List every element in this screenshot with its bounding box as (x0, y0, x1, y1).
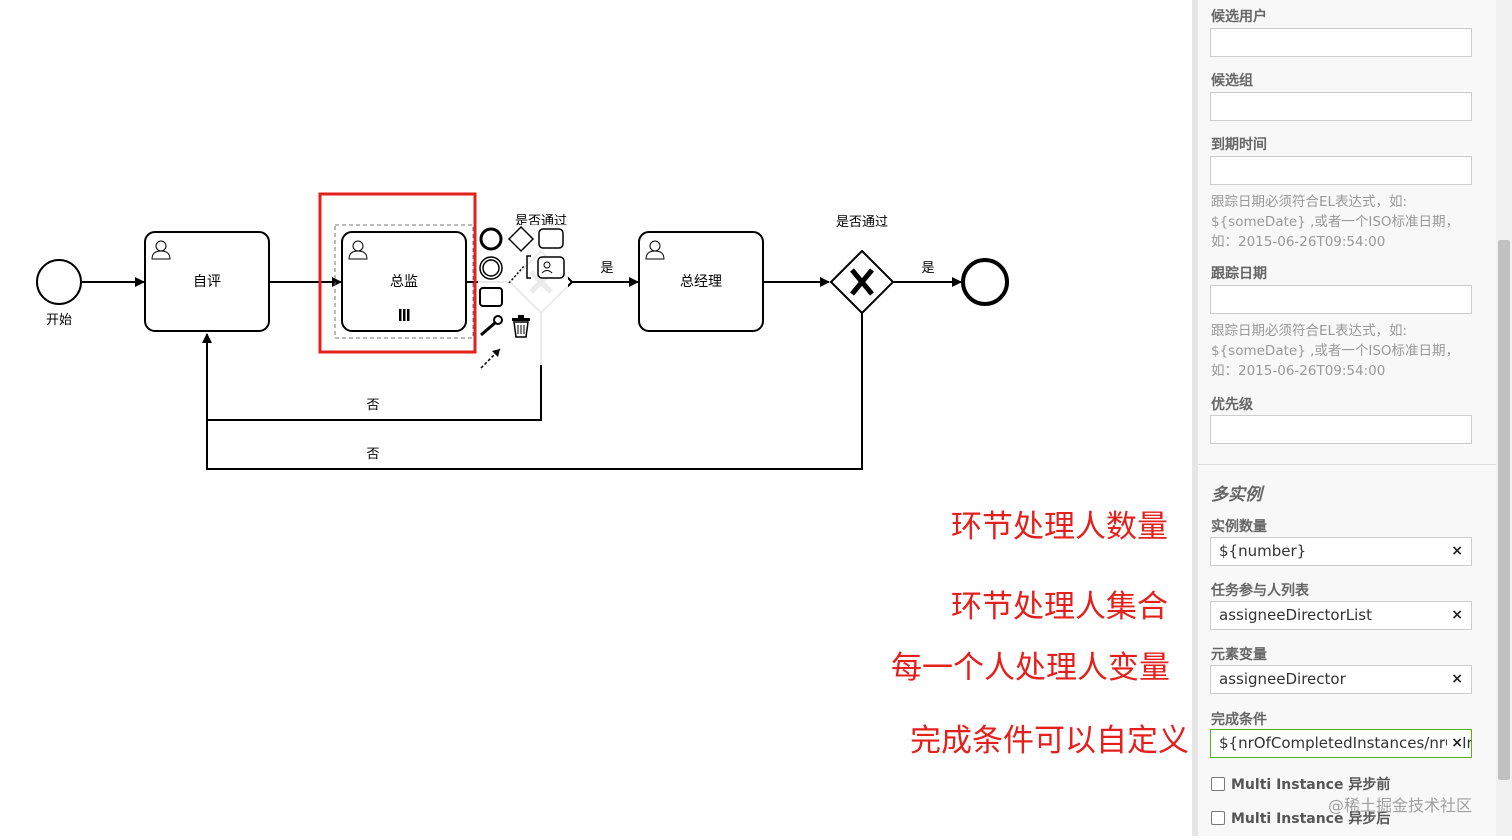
user-icon (150, 238, 172, 260)
follow-up-date-label: 跟踪日期 (1211, 266, 1267, 282)
flow-yes-label-1: 是 (600, 261, 613, 276)
user-icon (348, 240, 368, 260)
task-director-label: 总监 (390, 274, 418, 290)
flow-yes-label-2: 是 (921, 261, 934, 276)
flow-no-2[interactable] (206, 313, 863, 470)
context-pad (478, 225, 568, 369)
parallel-multi-instance-icon (399, 309, 410, 321)
append-end-event-icon[interactable] (479, 227, 503, 251)
loop-cardinality-label: 实例数量 (1211, 519, 1267, 535)
task-self-label: 自评 (193, 274, 221, 290)
task-gm-label: 总经理 (680, 274, 722, 290)
watermark: @稀土掘金技术社区 (1328, 796, 1473, 815)
append-gateway-icon[interactable] (507, 225, 535, 253)
clear-icon[interactable]: × (1447, 730, 1463, 757)
annotation-element-variable: 每一个人处理人变量 (891, 650, 1170, 686)
properties-panel: 候选用户 候选组 到期时间 跟踪日期必须符合EL表达式，如: ${someDat… (1192, 0, 1512, 836)
candidate-users-input[interactable] (1210, 28, 1472, 57)
async-before-checkbox[interactable] (1211, 777, 1225, 791)
async-before-label: Multi Instance 异步前 (1231, 777, 1391, 793)
follow-up-date-help: 跟踪日期必须符合EL表达式，如: ${someDate} ,或者一个ISO标准日… (1211, 323, 1460, 379)
completion-condition-input[interactable]: ${nrOfCompletedInstances/nrOfInstances >… (1210, 729, 1472, 758)
element-variable-value: assigneeDirector (1219, 670, 1346, 688)
async-after-checkbox[interactable] (1211, 811, 1225, 825)
async-after-label: Multi Instance 异步后 (1231, 811, 1391, 827)
element-variable-input[interactable]: assigneeDirector × (1210, 665, 1472, 694)
append-subprocess-icon[interactable] (479, 287, 503, 307)
collection-input[interactable]: assigneeDirectorList × (1210, 601, 1472, 630)
append-intermediate-event-icon[interactable] (479, 256, 503, 280)
sequence-flows (81, 277, 962, 470)
due-date-help: 跟踪日期必须符合EL表达式，如: ${someDate} ,或者一个ISO标准日… (1211, 194, 1460, 250)
task-general-manager[interactable]: 总经理 (638, 231, 764, 332)
gateway-2-label: 是否通过 (836, 215, 888, 230)
text-annotation-icon[interactable] (508, 255, 531, 284)
task-director[interactable]: 总监 (341, 231, 467, 332)
async-after-checkbox-row[interactable]: Multi Instance 异步后 (1211, 808, 1390, 828)
clear-icon[interactable]: × (1451, 607, 1463, 623)
async-before-checkbox-row[interactable]: Multi Instance 异步前 (1211, 774, 1390, 794)
follow-up-date-input[interactable] (1210, 285, 1472, 314)
task-self-review[interactable]: 自评 (144, 231, 270, 332)
flow-no-1[interactable] (202, 313, 542, 421)
change-type-icon[interactable] (537, 256, 565, 279)
clear-icon[interactable]: × (1451, 671, 1463, 687)
trash-icon[interactable] (512, 315, 530, 338)
loop-cardinality-input[interactable]: ${number} × (1210, 537, 1472, 566)
start-event-label: 开始 (46, 313, 72, 328)
panel-scrollbar-thumb[interactable] (1498, 240, 1510, 780)
annotation-instance-count: 环节处理人数量 (951, 509, 1168, 545)
annotation-completion-condition: 完成条件可以自定义 (910, 723, 1189, 759)
end-event[interactable] (961, 258, 1009, 306)
start-event[interactable] (36, 259, 82, 305)
wrench-icon[interactable] (480, 315, 503, 337)
priority-input[interactable] (1210, 415, 1472, 444)
completion-condition-label: 完成条件 (1211, 712, 1267, 728)
priority-label: 优先级 (1211, 397, 1253, 413)
collection-value: assigneeDirectorList (1219, 606, 1372, 624)
connect-arrow-icon[interactable] (480, 348, 501, 369)
multi-instance-section-title: 多实例 (1211, 485, 1262, 505)
panel-scrollbar[interactable] (1496, 0, 1512, 836)
loop-cardinality-value: ${number} (1219, 542, 1307, 560)
flow-no-label-1: 否 (366, 398, 379, 413)
flow-no-label-2: 否 (366, 447, 379, 462)
due-date-label: 到期时间 (1211, 137, 1267, 153)
due-date-input[interactable] (1210, 156, 1472, 185)
element-variable-label: 元素变量 (1211, 647, 1267, 663)
completion-condition-value: ${nrOfCompletedInstances/nrOfInstances >… (1219, 734, 1471, 752)
annotation-assignee-collection: 环节处理人集合 (951, 589, 1168, 625)
bpmn-canvas[interactable]: 开始 自评 总监 是否通过 (0, 0, 1192, 836)
selection-highlight (318, 192, 477, 354)
clear-icon[interactable]: × (1451, 543, 1463, 559)
bpmn-diagram[interactable]: 开始 自评 总监 是否通过 (0, 0, 1192, 836)
candidate-users-label: 候选用户 (1211, 9, 1267, 25)
candidate-groups-input[interactable] (1210, 92, 1472, 121)
exclusive-gateway-2[interactable] (829, 249, 895, 315)
append-task-icon[interactable] (538, 228, 564, 249)
candidate-groups-label: 候选组 (1211, 73, 1253, 89)
collection-label: 任务参与人列表 (1211, 583, 1309, 599)
section-divider (1198, 464, 1498, 465)
user-icon (645, 240, 665, 260)
